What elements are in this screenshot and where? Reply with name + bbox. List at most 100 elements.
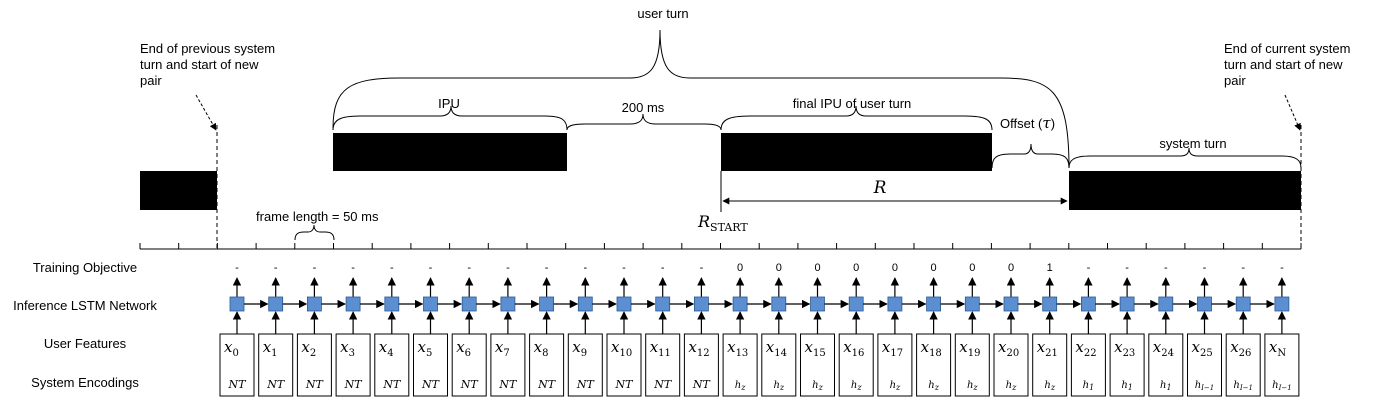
user-feature: x4: [379, 338, 394, 359]
feature-box: [1032, 333, 1068, 397]
user-feature: x0: [224, 338, 239, 359]
system-encoding: h1: [1121, 380, 1133, 392]
system-encodings-label: System Encodings: [31, 375, 139, 390]
final-ipu-brace: [720, 105, 993, 131]
user-feature: xN: [1269, 338, 1286, 359]
system-encoding: hI−1: [1195, 380, 1215, 392]
lstm-cell: [268, 296, 284, 312]
user-feature: x12: [688, 338, 709, 359]
final-ipu-label: final IPU of user turn: [793, 96, 912, 111]
feature-box: [954, 333, 990, 397]
training-target: -: [1203, 262, 1207, 274]
feature-box: [374, 333, 410, 397]
system-encoding: hz: [812, 380, 823, 392]
user-feature: x21: [1037, 338, 1058, 359]
system-encoding: hz: [890, 380, 901, 392]
feature-box: [1264, 333, 1300, 397]
training-target: -: [661, 262, 665, 274]
lstm-cell: [1042, 296, 1058, 312]
user-feature: x1: [263, 338, 278, 359]
user-feature: x6: [456, 338, 471, 359]
user-feature: x23: [1114, 338, 1135, 359]
r-label: R: [873, 178, 887, 198]
training-target: -: [429, 262, 433, 274]
user-feature: x18: [921, 338, 942, 359]
system-encoding: hz: [1044, 380, 1055, 392]
training-target: -: [700, 262, 704, 274]
user-feature: x24: [1153, 338, 1174, 359]
system-encoding: NT: [537, 378, 557, 391]
system-encoding: NT: [615, 378, 635, 391]
system-encoding: hz: [735, 380, 746, 392]
lstm-cell: [306, 296, 322, 312]
feature-box: [451, 333, 487, 397]
ipu-bar: [333, 133, 567, 171]
training-target: -: [622, 262, 626, 274]
lstm-cell: [1081, 296, 1096, 312]
feature-box: [1225, 333, 1261, 397]
lstm-cell: [345, 296, 361, 312]
feature-box: [877, 333, 913, 397]
system-encoding: NT: [460, 378, 480, 391]
user-feature: x5: [418, 338, 433, 359]
system-encoding: hI−1: [1272, 380, 1292, 392]
user-feature: x17: [882, 338, 903, 359]
lstm-cell: [539, 296, 554, 312]
lstm-cell: [655, 296, 671, 312]
lstm-cell: [771, 296, 787, 312]
inference-lstm-label: Inference LSTM Network: [13, 298, 157, 313]
lstm-cell: [1197, 296, 1212, 312]
feature-box: [219, 333, 255, 397]
user-feature: x19: [959, 338, 980, 359]
lstm-cell: [616, 296, 632, 312]
training-target: -: [235, 262, 239, 274]
lstm-cell: [1235, 296, 1251, 312]
training-target: 0: [814, 262, 820, 274]
user-feature: x25: [1192, 338, 1213, 359]
system-encoding: NT: [498, 378, 518, 391]
system-encoding: NT: [266, 378, 286, 391]
lstm-cell: [926, 296, 941, 312]
system-encoding: NT: [653, 378, 673, 391]
feature-box: [993, 333, 1029, 397]
lstm-cell: [694, 296, 709, 312]
gap-label: 200 ms: [622, 100, 665, 115]
feature-box: [645, 333, 681, 397]
lstm-cell: [732, 296, 748, 312]
lstm-cell: [461, 296, 477, 312]
user-feature: x7: [495, 338, 510, 359]
feature-box: [413, 333, 448, 397]
feature-box: [529, 333, 565, 397]
system-turn-label: system turn: [1159, 136, 1226, 151]
axis-ticks: [139, 243, 1302, 249]
training-target: 0: [931, 262, 937, 274]
lstm-cell: [964, 296, 980, 312]
feature-box: [761, 333, 797, 397]
system-encoding: hz: [851, 380, 862, 392]
training-target: 1: [1047, 262, 1053, 274]
system-encoding: hz: [1006, 380, 1017, 392]
row-labels: Training Objective Inference LSTM Networ…: [13, 260, 157, 390]
ipu-brace: [332, 105, 568, 131]
training-target: 0: [737, 262, 743, 274]
training-target: -: [351, 262, 355, 274]
user-feature: x10: [611, 338, 632, 359]
ipu-label: IPU: [438, 96, 460, 111]
user-features-label: User Features: [44, 336, 127, 351]
training-objective-label: Training Objective: [33, 260, 137, 275]
training-target: -: [390, 262, 394, 274]
system-encoding: NT: [421, 378, 441, 391]
training-target: -: [1280, 262, 1284, 274]
